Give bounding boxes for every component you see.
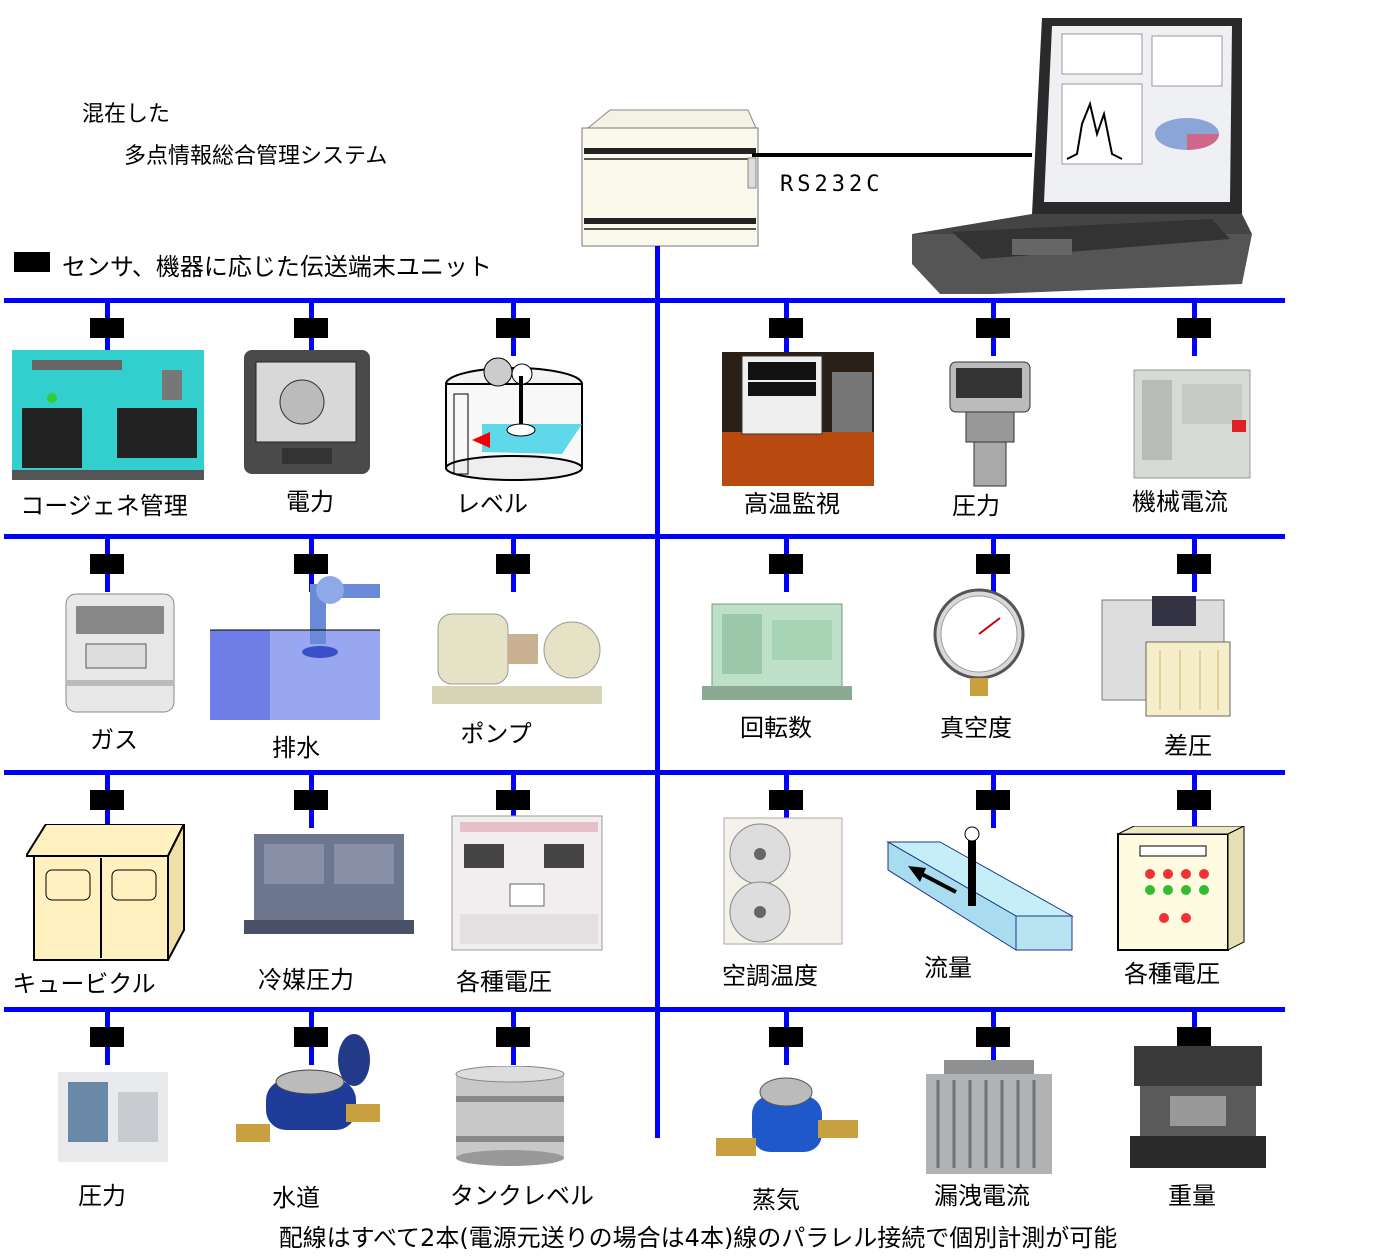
bus-row-4 xyxy=(4,1007,1285,1012)
terminal-unit-icon xyxy=(90,1027,124,1047)
device-label: 回転数 xyxy=(740,714,812,742)
pump-icon xyxy=(432,613,602,704)
terminal-unit-icon xyxy=(90,554,124,574)
device-label: 機械電流 xyxy=(1132,488,1228,516)
device-label: 圧力 xyxy=(952,492,1000,520)
terminal-unit-icon xyxy=(90,790,124,810)
terminal-unit-icon xyxy=(769,790,803,810)
title-line2: 多点情報総合管理システム xyxy=(124,144,388,169)
device-label: 冷媒圧力 xyxy=(258,966,354,994)
device-label: 空調温度 xyxy=(722,962,818,990)
main-trunk-bus xyxy=(655,246,660,1138)
terminal-unit-icon xyxy=(976,1027,1010,1047)
press-machine-icon xyxy=(1130,1046,1266,1168)
terminal-legend-icon xyxy=(14,252,50,272)
rpm-machine-icon xyxy=(702,603,852,700)
legend-label: センサ、機器に応じた伝送端末ユニット xyxy=(62,253,492,281)
terminal-unit-icon xyxy=(496,790,530,810)
ac-outdoor-unit-icon xyxy=(723,817,843,945)
flow-channel-icon xyxy=(886,826,1074,951)
device-label: 蒸気 xyxy=(752,1186,800,1214)
device-label: 排水 xyxy=(272,734,320,762)
device-label: 重量 xyxy=(1168,1182,1216,1210)
drainage-icon xyxy=(210,576,380,720)
vacuum-gauge-icon xyxy=(933,588,1025,696)
device-label: 水道 xyxy=(272,1184,320,1212)
terminal-unit-icon xyxy=(769,1027,803,1047)
device-label: 各種電圧 xyxy=(1124,960,1220,988)
terminal-unit-icon xyxy=(769,318,803,338)
terminal-unit-icon xyxy=(976,790,1010,810)
transformer-icon xyxy=(926,1060,1052,1174)
steam-meter-icon xyxy=(716,1077,858,1156)
device-label: キュービクル xyxy=(12,970,156,998)
footer-note: 配線はすべて2本(電源元送りの場合は4本)線のパラレル接続で個別計測が可能 xyxy=(278,1224,1118,1252)
device-label: 電力 xyxy=(286,488,334,516)
terminal-unit-icon xyxy=(1177,318,1211,338)
device-label: 圧力 xyxy=(78,1182,126,1210)
tank-level-icon xyxy=(455,1066,565,1166)
device-label: 各種電圧 xyxy=(456,968,552,996)
terminal-unit-icon xyxy=(294,318,328,338)
cogeneration-panel-icon xyxy=(12,350,204,480)
device-label: ポンプ xyxy=(460,720,532,748)
terminal-unit-icon xyxy=(294,790,328,810)
terminal-unit-icon xyxy=(294,1027,328,1047)
terminal-unit-icon xyxy=(1177,790,1211,810)
bus-row-2 xyxy=(4,534,1285,539)
terminal-unit-icon xyxy=(976,318,1010,338)
bus-row-1 xyxy=(4,298,1285,303)
terminal-unit-icon xyxy=(496,1027,530,1047)
terminal-unit-icon xyxy=(294,554,328,574)
high-temp-monitor-icon xyxy=(722,352,874,486)
device-label: ガス xyxy=(90,726,138,754)
device-label: 真空度 xyxy=(940,714,1012,742)
power-meter-icon xyxy=(244,350,370,474)
voltage-cabinet-icon xyxy=(1117,826,1245,951)
rs232c-cable xyxy=(752,153,1032,157)
machine-current-icon xyxy=(1133,369,1251,479)
water-meter-icon xyxy=(236,1034,380,1142)
diff-pressure-filter-icon xyxy=(1101,596,1231,717)
cubicle-icon xyxy=(26,824,186,961)
device-label: 漏洩電流 xyxy=(934,1182,1030,1210)
controller-unit-icon xyxy=(581,109,759,247)
level-tank-icon xyxy=(445,357,583,481)
pressure-unit-icon xyxy=(58,1072,168,1162)
rs232c-label: RS232C xyxy=(780,172,884,197)
terminal-unit-icon xyxy=(496,554,530,574)
laptop-icon xyxy=(912,18,1252,294)
refrigerant-compressor-icon xyxy=(244,834,414,934)
device-label: レベル xyxy=(456,490,528,518)
gas-meter-icon xyxy=(65,593,175,713)
terminal-unit-icon xyxy=(90,318,124,338)
pressure-sensor-icon xyxy=(949,361,1031,487)
voltage-panel-icon xyxy=(451,815,603,951)
device-label: 高温監視 xyxy=(744,490,840,518)
terminal-unit-icon xyxy=(1177,554,1211,574)
terminal-unit-icon xyxy=(1177,1027,1211,1047)
device-label: コージェネ管理 xyxy=(20,492,188,520)
bus-row-3 xyxy=(4,770,1285,775)
device-label: 流量 xyxy=(924,954,972,982)
terminal-unit-icon xyxy=(769,554,803,574)
device-label: タンクレベル xyxy=(450,1182,594,1210)
terminal-unit-icon xyxy=(976,554,1010,574)
terminal-unit-icon xyxy=(496,318,530,338)
title-line1: 混在した xyxy=(82,102,171,127)
device-label: 差圧 xyxy=(1164,732,1212,760)
